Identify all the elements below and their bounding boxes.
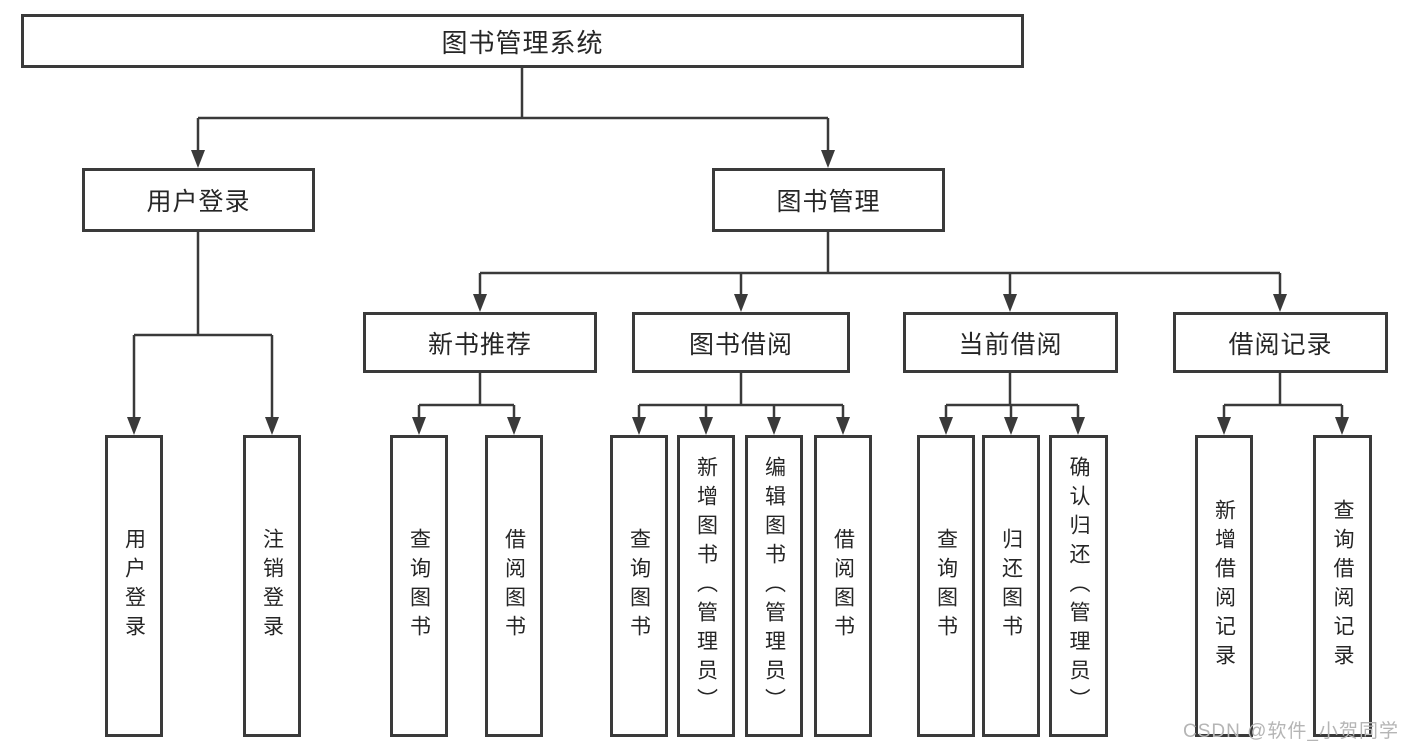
leaf-user-login: 用户登录 — [105, 435, 163, 737]
node-new-book-recommend-label: 新书推荐 — [427, 330, 532, 359]
leaf-records-query: 查询借阅记录 — [1313, 435, 1372, 737]
leaf-current-confirm-admin-label: 确认归还（管理员） — [1067, 455, 1090, 717]
node-book-borrow-label: 图书借阅 — [688, 330, 793, 359]
node-current-borrow-label: 当前借阅 — [958, 330, 1063, 359]
leaf-borrow-query: 查询图书 — [610, 435, 668, 737]
node-current-borrow: 当前借阅 — [903, 312, 1118, 373]
leaf-borrow-add-admin-label: 新增图书（管理员） — [694, 455, 718, 717]
leaf-borrow-book-label: 借阅图书 — [831, 528, 855, 644]
node-user-login: 用户登录 — [82, 168, 315, 232]
node-new-book-recommend: 新书推荐 — [363, 312, 597, 373]
leaf-current-return-label: 归还图书 — [999, 528, 1023, 644]
leaf-current-query: 查询图书 — [917, 435, 975, 737]
node-borrow-records: 借阅记录 — [1173, 312, 1388, 373]
node-borrow-records-label: 借阅记录 — [1228, 330, 1333, 359]
leaf-newbook-borrow: 借阅图书 — [485, 435, 543, 737]
node-root-label: 图书管理系统 — [441, 27, 604, 58]
leaf-records-add: 新增借阅记录 — [1195, 435, 1253, 737]
watermark: CSDN @软件_小贺同学 — [1183, 721, 1399, 742]
node-book-manage-label: 图书管理 — [776, 188, 881, 216]
leaf-borrow-add-admin: 新增图书（管理员） — [677, 435, 735, 737]
leaf-current-return: 归还图书 — [982, 435, 1040, 737]
leaf-newbook-query-label: 查询图书 — [407, 528, 431, 644]
leaf-newbook-query: 查询图书 — [390, 435, 448, 737]
node-root: 图书管理系统 — [21, 14, 1024, 68]
leaf-borrow-edit-admin-label: 编辑图书（管理员） — [762, 455, 786, 717]
leaf-logout: 注销登录 — [243, 435, 301, 737]
leaf-records-add-label: 新增借阅记录 — [1212, 499, 1236, 673]
leaf-records-query-label: 查询借阅记录 — [1331, 499, 1354, 673]
leaf-user-login-label: 用户登录 — [122, 528, 146, 644]
leaf-newbook-borrow-label: 借阅图书 — [502, 528, 526, 644]
leaf-current-confirm-admin: 确认归还（管理员） — [1049, 435, 1108, 737]
leaf-borrow-query-label: 查询图书 — [627, 528, 651, 644]
leaf-borrow-book: 借阅图书 — [814, 435, 872, 737]
node-user-login-label: 用户登录 — [146, 188, 251, 216]
leaf-current-query-label: 查询图书 — [934, 528, 958, 644]
leaf-logout-label: 注销登录 — [260, 528, 284, 644]
node-book-borrow: 图书借阅 — [632, 312, 850, 373]
leaf-borrow-edit-admin: 编辑图书（管理员） — [745, 435, 803, 737]
node-book-manage: 图书管理 — [712, 168, 945, 232]
